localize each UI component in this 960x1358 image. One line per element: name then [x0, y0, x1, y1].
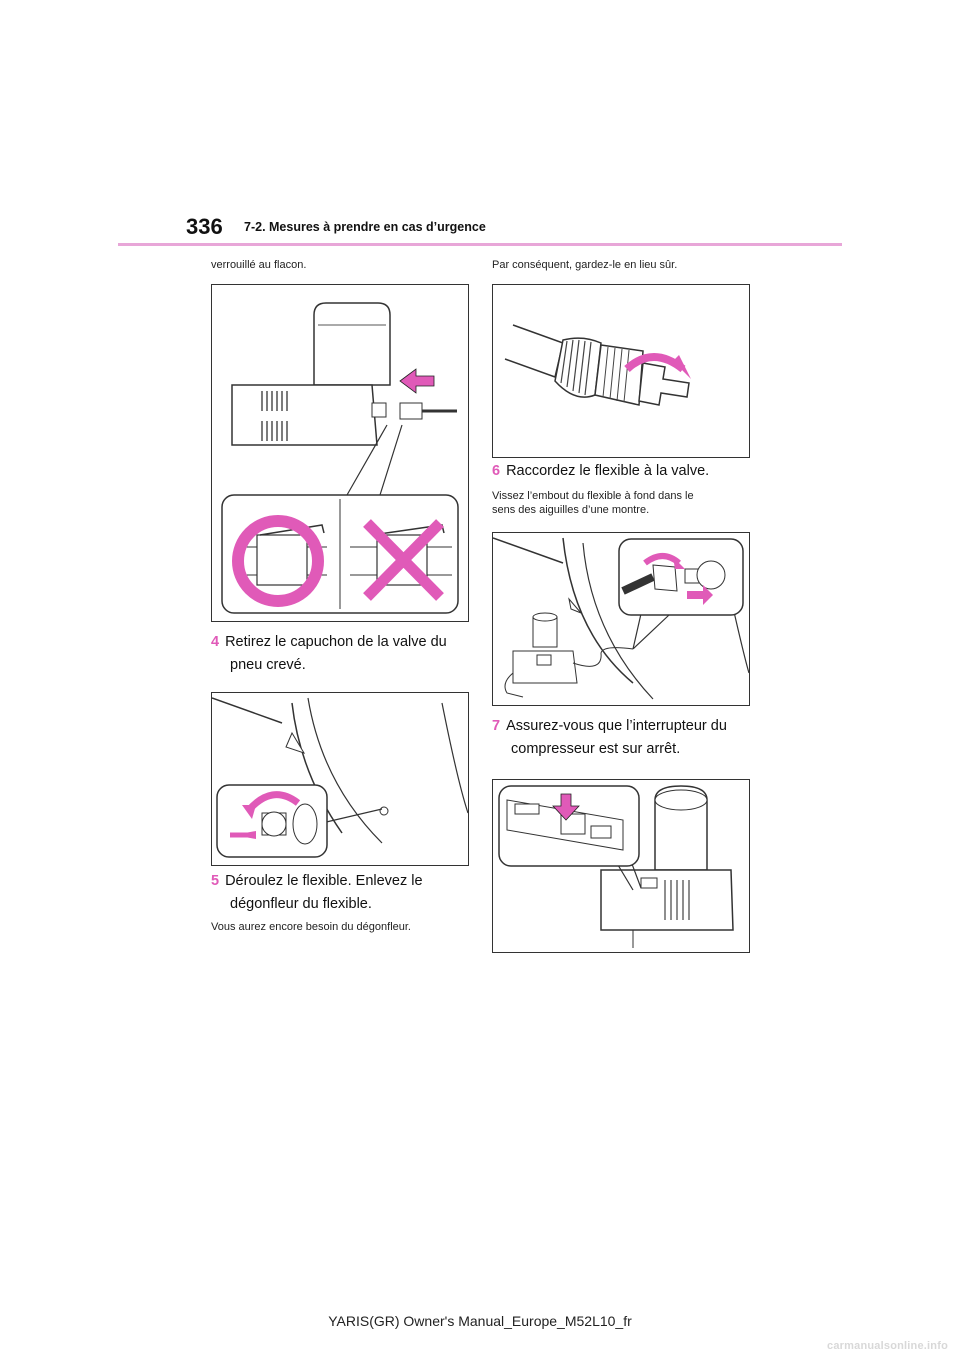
figure-deflator: [492, 284, 750, 458]
figure-compressor-switch: [492, 779, 750, 953]
step-7-number: 7: [492, 718, 501, 734]
step-6-note-line2: sens des aiguilles d’une montre.: [492, 504, 650, 516]
figure-valve-cap: [211, 692, 469, 866]
rotate-arrow-icon: [643, 553, 713, 605]
figure-hose-lock: [211, 284, 469, 622]
step-7-line1: Assurez-vous que l’interrupteur du: [506, 718, 727, 734]
step-6-note: Vissez l’embout du flexible à fond dans …: [492, 489, 694, 517]
step-4-number: 4: [211, 634, 220, 650]
right-top-text: Par conséquent, gardez-le en lieu sûr.: [492, 259, 678, 271]
figure-hose-valve: [492, 532, 750, 706]
step-7: 7 Assurez-vous que l’interrupteur du comp…: [492, 715, 752, 761]
arrow-left-icon: [399, 368, 435, 394]
step-7-line2: compresseur est sur arrêt.: [511, 741, 681, 757]
step-6-number: 6: [492, 463, 501, 479]
step-6: 6 Raccordez le flexible à la valve.: [492, 460, 752, 483]
down-arrow-icon: [552, 793, 580, 821]
left-top-text: verrouillé au flacon.: [211, 259, 307, 271]
page-number: 336: [186, 214, 223, 239]
footer-manual-id: YARIS(GR) Owner's Manual_Europe_M52L10_f…: [328, 1313, 632, 1329]
step-5-line2: dégonfleur du flexible.: [230, 896, 372, 912]
header-rule: [118, 243, 842, 246]
step-5-line1: Déroulez le flexible. Enlevez le: [225, 873, 423, 889]
step-4-line2: pneu crevé.: [230, 657, 306, 673]
section-title: 7-2. Mesures à prendre en cas d’urgence: [244, 220, 486, 234]
step-6-title: Raccordez le flexible à la valve.: [506, 463, 710, 479]
rotate-arrow-icon: [624, 353, 691, 379]
circle-ok-icon: [232, 515, 324, 607]
step-5-note: Vous aurez encore besoin du dégonfleur.: [211, 921, 411, 933]
watermark: carmanualsonline.info: [827, 1340, 948, 1352]
step-5: 5 Déroulez le flexible. Enlevez le dégonf…: [211, 870, 471, 916]
cross-prohibited-icon: [363, 519, 444, 601]
step-4-line1: Retirez le capuchon de la valve du: [225, 634, 447, 650]
rotate-arrow-icon: [230, 791, 301, 839]
step-5-number: 5: [211, 873, 220, 889]
step-6-note-line1: Vissez l’embout du flexible à fond dans …: [492, 490, 694, 502]
step-4: 4 Retirez le capuchon de la valve du pneu…: [211, 631, 471, 677]
